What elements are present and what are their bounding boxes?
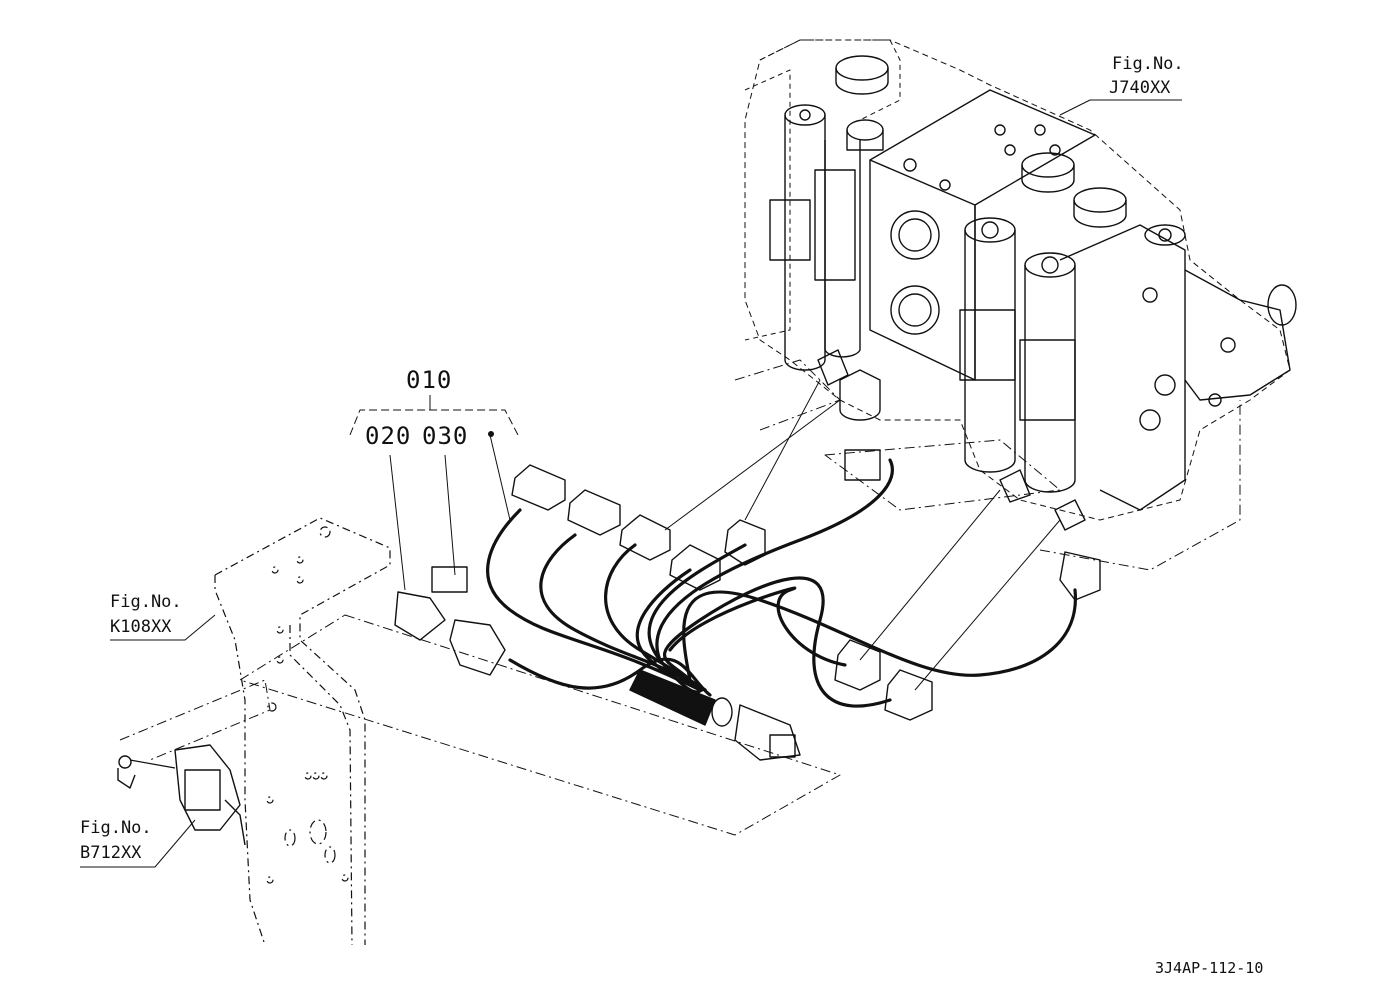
fig-ref-j740-line2: J740XX — [1109, 78, 1171, 98]
part-number-030: 030 — [422, 422, 469, 450]
connectors-illustration — [394, 449, 1101, 761]
fig-ref-b712-line1: Fig.No. — [80, 818, 152, 838]
fig-ref-j740-line1: Fig.No. — [1112, 54, 1184, 74]
wire-harness-illustration — [486, 458, 1077, 708]
part-number-assembly: 010 — [406, 366, 453, 394]
control-valve-illustration — [744, 39, 1297, 531]
sensor-illustration — [117, 744, 246, 846]
drawing-code: 3J4AP-112-10 — [1155, 959, 1264, 977]
fig-ref-b712-line2: B712XX — [80, 843, 142, 863]
bracket-plate-illustration — [214, 517, 391, 946]
fig-ref-k108-line2: K108XX — [110, 617, 172, 637]
fig-ref-k108-line1: Fig.No. — [110, 592, 182, 612]
part-number-020: 020 — [365, 422, 412, 450]
leader-lines — [80, 99, 1241, 868]
